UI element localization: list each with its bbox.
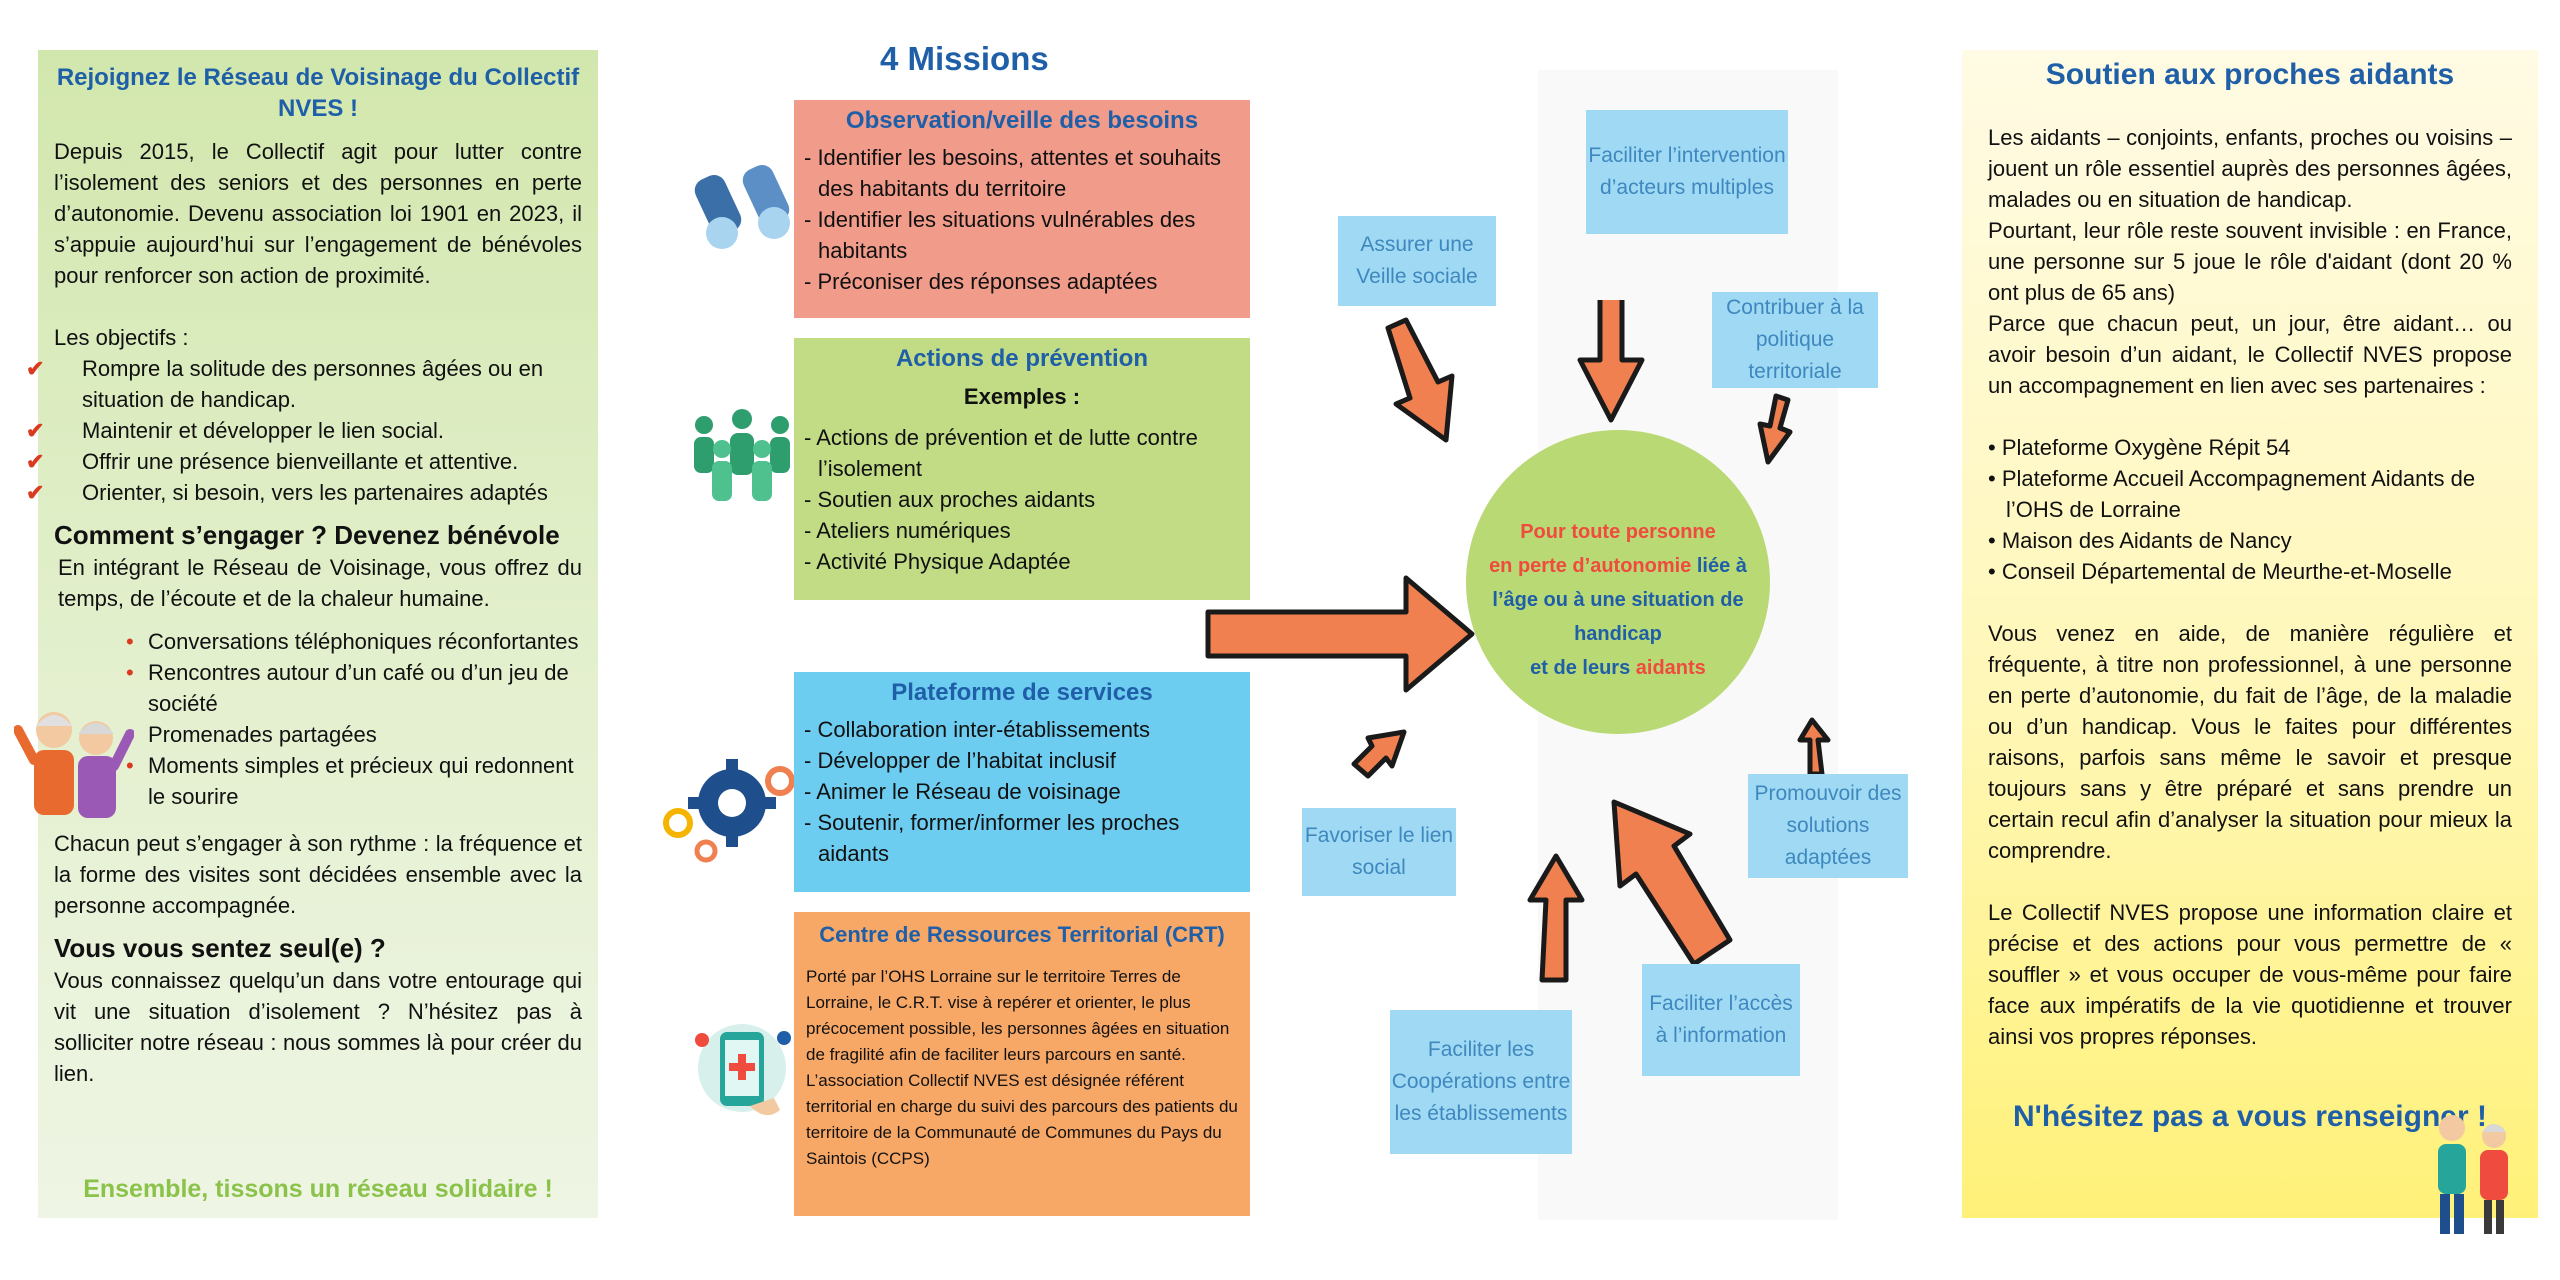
ensemble-slogan: Ensemble, tissons un réseau solidaire ! <box>83 1175 553 1203</box>
list-item: - Identifier les besoins, attentes et so… <box>804 145 1222 201</box>
list-item: • Conseil Départemental de Meurthe-et-Mo… <box>1988 559 2452 584</box>
list-item: •Rencontres autour d’un café ou d’un jeu… <box>126 660 569 716</box>
right-p2: Pourtant, leur rôle reste souvent invisi… <box>1988 218 2512 305</box>
check-icon: ✔ <box>26 449 45 474</box>
crt-para1: Porté par l’OHS Lorraine sur le territoi… <box>806 967 1230 1064</box>
center-circle <box>1466 430 1770 734</box>
check-icon: ✔ <box>26 480 45 505</box>
list-item: - Développer de l’habitat inclusif <box>804 748 1116 773</box>
list-item: - Collaboration inter-établissements <box>804 717 1151 742</box>
health-phone-icon <box>695 1024 791 1116</box>
right-p4: Vous venez en aide, de manière régulière… <box>1988 621 2512 863</box>
prevention-box: Actions de prévention Exemples : - Actio… <box>794 338 1250 600</box>
plateforme-box: Plateforme de services - Collaboration i… <box>794 672 1250 892</box>
intro-text: Depuis 2015, le Collectif agit pour lutt… <box>54 139 582 288</box>
left-panel: Rejoignez le Réseau de Voisinage du Coll… <box>26 50 598 1218</box>
observation-title: Observation/veille des besoins <box>845 107 1199 134</box>
right-panel: Soutien aux proches aidants Les aidants … <box>1962 50 2538 1218</box>
list-item: ✔Offrir une présence bienveillante et at… <box>26 446 582 477</box>
crt-para2: L’association Collectif NVES est désigné… <box>806 1071 1238 1168</box>
binoculars-icon <box>694 164 790 249</box>
list-item: - Soutien aux proches aidants <box>804 487 1096 512</box>
right-p3: Parce que chacun peut, un jour, être aid… <box>1988 311 2512 398</box>
prevention-subtitle: Exemples : <box>963 384 1081 409</box>
center-text: Pour toute personne en perte d’autonomie… <box>1489 521 1747 679</box>
plateforme-title: Plateforme de services <box>891 679 1153 706</box>
big-right-arrow <box>1205 575 1475 693</box>
missions-title: 4 Missions <box>880 40 1049 77</box>
observation-box: Observation/veille des besoins - Identif… <box>794 100 1250 318</box>
list-item: - Identifier les situations vulnérables … <box>804 207 1196 263</box>
label-intervention: Faciliter l’intervention d’acteurs multi… <box>1586 110 1788 234</box>
activities-list: •Conversations téléphoniques réconfortan… <box>54 626 582 812</box>
list-item: - Animer le Réseau de voisinage <box>804 779 1121 804</box>
list-item: ✔Maintenir et développer le lien social. <box>26 415 582 446</box>
right-p1: Les aidants – conjoints, enfants, proche… <box>1988 125 2512 212</box>
label-lien: Favoriser le lien social <box>1302 808 1456 896</box>
partners-list: • Plateforme Oxygène Répit 54 • Platefor… <box>1988 432 2512 587</box>
people-group-icon <box>694 409 790 501</box>
label-information: Faciliter l’accès à l’information <box>1642 964 1800 1076</box>
list-item: ✔Orienter, si besoin, vers les partenair… <box>26 477 582 508</box>
engage-text: En intégrant le Réseau de Voisinage, vou… <box>58 555 582 611</box>
list-item: - Ateliers numériques <box>804 518 1011 543</box>
check-icon: ✔ <box>26 356 45 381</box>
list-item: •Conversations téléphoniques réconfortan… <box>126 629 579 654</box>
list-item: - Soutenir, former/informer les proches … <box>804 810 1180 866</box>
list-item: •Moments simples et précieux qui redonne… <box>126 753 574 809</box>
diagram-arrows <box>1205 300 1831 983</box>
right-p5: Le Collectif NVES propose une informatio… <box>1988 900 2512 1049</box>
label-politique: Contribuer à la politique territoriale <box>1712 292 1878 388</box>
elderly-couple-icon <box>14 712 134 818</box>
cta-text: N'hésitez pas a vous renseigner ! <box>2013 1100 2487 1133</box>
check-icon: ✔ <box>26 418 45 443</box>
crt-box: Centre de Ressources Territorial (CRT) P… <box>794 912 1250 1216</box>
label-solutions: Promouvoir des solutions adaptées <box>1748 774 1908 878</box>
list-item: - Activité Physique Adaptée <box>804 549 1071 574</box>
label-veille: Assurer une Veille sociale <box>1338 216 1496 306</box>
list-item: - Actions de prévention et de lutte cont… <box>804 425 1198 481</box>
list-item: - Préconiser des réponses adaptées <box>804 269 1158 294</box>
objectifs-list: ✔Rompre la solitude des personnes âgées … <box>26 353 582 508</box>
rythme-text: Chacun peut s’engager à son rythme : la … <box>54 831 582 918</box>
list-item: • Plateforme Accueil Accompagnement Aida… <box>1988 466 2476 522</box>
left-title: Rejoignez le Réseau de Voisinage du Coll… <box>56 64 580 122</box>
label-cooperations: Faciliter les Coopérations entre les éta… <box>1390 1010 1572 1154</box>
objectifs-label: Les objectifs : <box>54 325 189 350</box>
gears-icon <box>663 759 795 863</box>
seul-text: Vous connaissez quelqu’un dans votre ent… <box>54 968 582 1086</box>
prevention-title: Actions de prévention <box>895 345 1149 372</box>
engage-heading: Comment s’engager ? Devenez bénévole <box>54 520 560 550</box>
elderly-couple-icon <box>2438 1115 2508 1234</box>
right-title: Soutien aux proches aidants <box>2045 58 2455 91</box>
list-item: • Plateforme Oxygène Répit 54 <box>1988 435 2291 460</box>
list-item: ✔Rompre la solitude des personnes âgées … <box>26 353 582 415</box>
list-item: • Maison des Aidants de Nancy <box>1988 528 2292 553</box>
crt-title: Centre de Ressources Territorial (CRT) <box>819 922 1225 947</box>
seul-heading: Vous vous sentez seul(e) ? <box>54 933 386 963</box>
